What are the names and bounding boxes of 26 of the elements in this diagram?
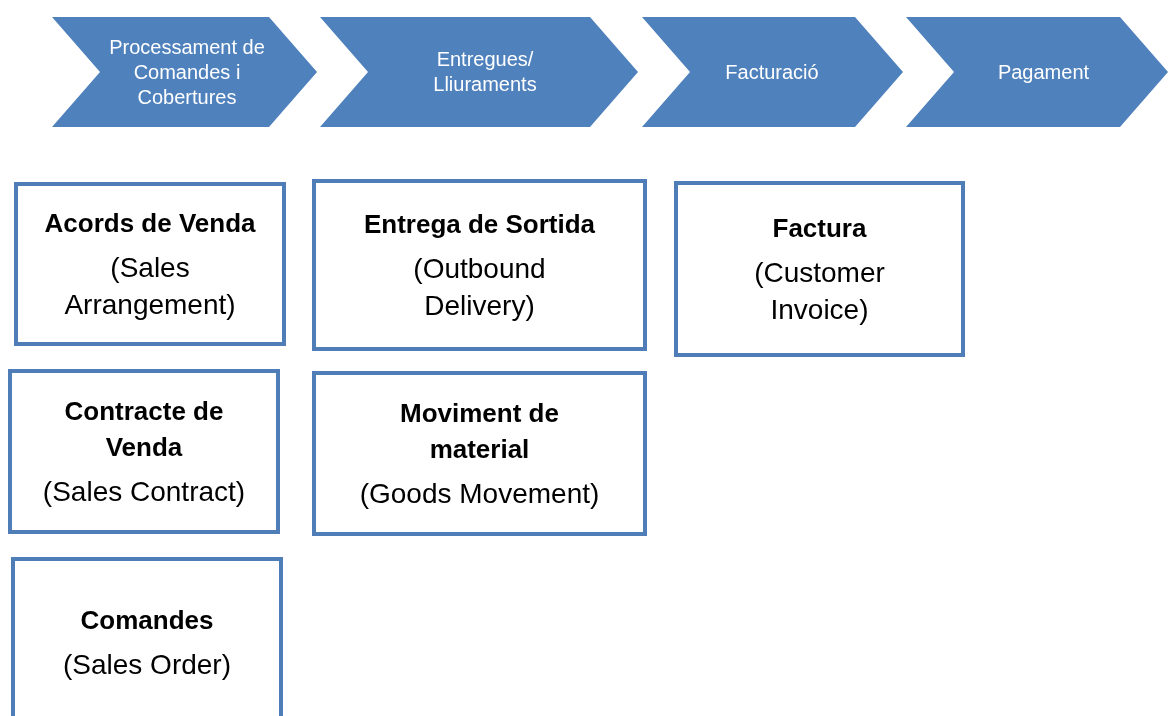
- step-label: Pagament: [996, 59, 1091, 85]
- process-step-banner: [906, 17, 1168, 127]
- process-step-banner: [642, 17, 903, 127]
- box-subtitle: (Goods Movement): [359, 477, 600, 511]
- box-heading: Entrega de Sortida: [363, 208, 596, 241]
- document-box: [674, 181, 965, 357]
- box-subtitle: (Sales Order): [62, 647, 231, 682]
- box-subtitle: (Sales Arrangement): [63, 251, 237, 322]
- document-box: [11, 557, 283, 716]
- box-subtitle: (Sales Contract): [42, 475, 246, 509]
- document-box: [312, 179, 647, 351]
- step-label: Processament de Comandes i Cobertures: [108, 34, 266, 110]
- box-subtitle: (Outbound Delivery): [412, 252, 547, 323]
- box-subtitle: (Customer Invoice): [753, 256, 886, 327]
- box-heading: Factura: [772, 212, 867, 245]
- process-step-banner: [52, 17, 317, 127]
- box-heading: Acords de Venda: [44, 207, 256, 240]
- step-label: Facturació: [724, 59, 820, 85]
- box-heading: Moviment de material: [399, 397, 560, 466]
- step-label: Entregues/ Lliuraments: [432, 47, 538, 97]
- document-box: [8, 369, 280, 534]
- process-step-banner: [320, 17, 638, 127]
- box-heading: Contracte de Venda: [63, 395, 225, 464]
- box-heading: Comandes: [80, 603, 214, 637]
- document-box: [14, 182, 286, 346]
- document-box: [312, 371, 647, 536]
